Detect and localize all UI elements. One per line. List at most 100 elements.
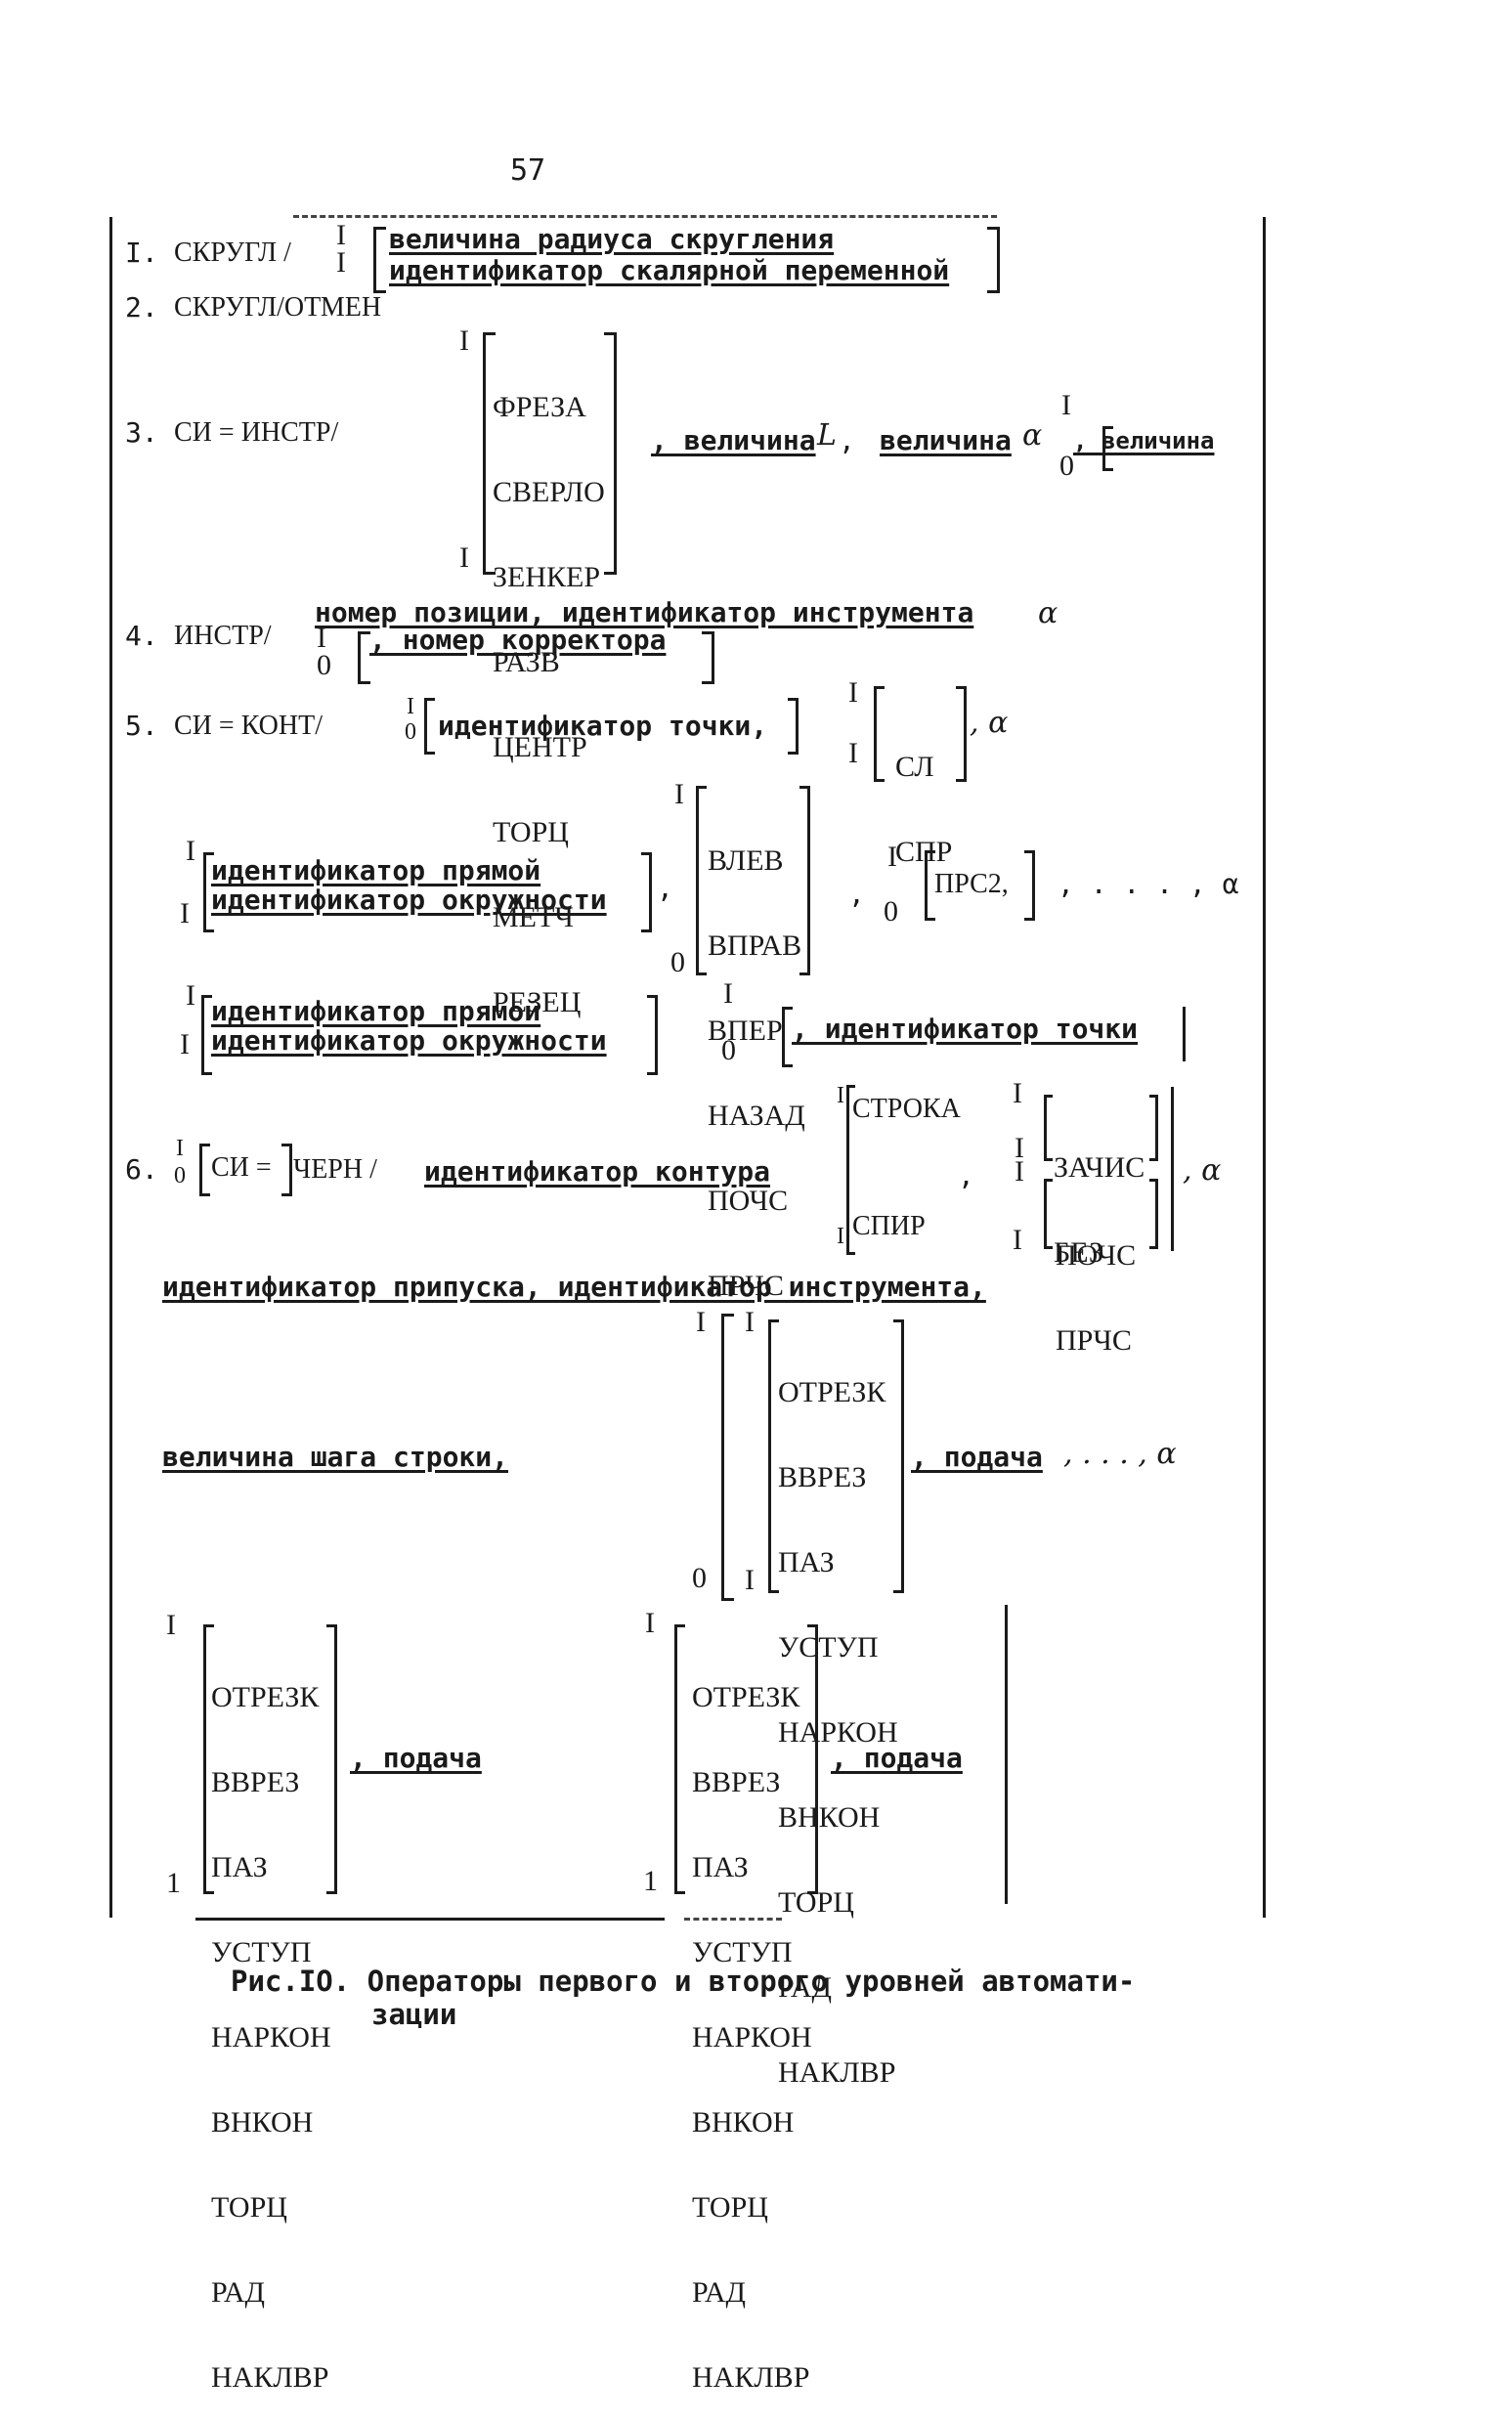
op5-moves-comma: , [848, 878, 865, 910]
op5-limit-top: I [407, 694, 414, 719]
op3-param-extra: , величина [1073, 427, 1215, 454]
op6-outer-limit-bottom: 0 [692, 1562, 707, 1594]
op5-row3-left-bracket [201, 995, 212, 1075]
op5-row2-limit-top: I [186, 835, 195, 867]
op6-mode-stroka: СТРОКА [852, 1094, 961, 1124]
move-vlev: ВЛЕВ [708, 844, 784, 877]
op5-dir-left-bracket [874, 686, 885, 782]
op6-poch-right-bracket [1149, 1179, 1158, 1249]
op6-zach-list: ЗАЧИС БЕЗ [1054, 1097, 1145, 1295]
op5-row2-alt-line: идентификатор прямой [211, 854, 541, 886]
op5-prs-left-bracket [925, 850, 935, 921]
move-vper: ВПЕР [708, 1015, 783, 1047]
tool-zenker: ЗЕНКЕР [493, 561, 601, 593]
op6-allowance-tool: идентификатор припуска, идентификатор ин… [162, 1271, 986, 1303]
op5-dir-right-bracket [956, 686, 967, 782]
op5-name: СИ = КОНТ/ [174, 711, 323, 741]
op6-zach-right-bracket [1149, 1095, 1158, 1161]
op1-alt-scalar: идентификатор скалярной переменной [389, 254, 950, 286]
op6-si-right-bracket [281, 1144, 292, 1196]
op6-si-left-bracket [199, 1144, 210, 1196]
opt-zachis: ЗАЧИС [1054, 1151, 1145, 1184]
op6-b2-limit-top: I [645, 1607, 655, 1639]
op4-name: ИНСТР/ [174, 621, 272, 651]
op5-row3-right-bracket [647, 995, 658, 1075]
frame-bottom-rule [195, 1918, 665, 1921]
op5-moves-right-bracket [799, 786, 810, 975]
figure-caption-line1: Рис.IO. Операторы первого и второго уров… [231, 1965, 1136, 1998]
op4-number: 4. [125, 620, 158, 652]
page-number: 57 [510, 153, 546, 188]
figure-caption-line2: зации [371, 1998, 457, 2031]
op3-tools-list: ФРЕЗА СВЕРЛО ЗЕНКЕР РАЗВ ЦЕНТР ТОРЦ МЕТЧ… [493, 336, 605, 1045]
op6-mode-spir: СПИР [852, 1211, 926, 1241]
op5-prs-limit-bottom: 0 [884, 895, 898, 928]
op1-right-bracket [987, 227, 1000, 293]
op3-limit-bottom: I [459, 541, 469, 574]
tool-metch: МЕТЧ [493, 901, 574, 933]
cut-c-torc: ТОРЦ [692, 2191, 768, 2224]
frame-left-line [109, 217, 112, 1918]
cut-c-vnkon: ВНКОН [692, 2106, 795, 2139]
op6-poch-list: ПОЧС ПРЧС [1056, 1185, 1136, 1383]
op6-a-limit-top: I [1013, 1077, 1022, 1109]
op6-feed-a: , подача [911, 1441, 1043, 1473]
op4-right-bracket [702, 631, 714, 684]
op5-pt-limit-top: I [723, 977, 733, 1010]
tool-razv: РАЗВ [493, 646, 560, 678]
op6-a-limit-bottom: I [1013, 1224, 1022, 1256]
op4-limit-bottom: 0 [317, 649, 331, 681]
op5-pt-id: , идентификатор точки [792, 1013, 1139, 1045]
op5-prs-limit-top: I [887, 841, 897, 873]
op5-point-id: идентификатор точки, [438, 710, 768, 742]
op6-limit-bottom: 0 [174, 1163, 186, 1188]
op3-limit-top: I [459, 324, 469, 357]
cut-c-otrezk: ОТРЕЗК [692, 1681, 800, 1713]
op3-param-angle: величина [880, 424, 1012, 456]
op5-pt-right-bracket [1183, 1007, 1186, 1061]
op6-b1-left-bracket [203, 1624, 214, 1894]
op6-inner-limit-bottom: I [745, 1564, 755, 1596]
op6-b1-right-bracket [326, 1624, 337, 1894]
move-vprav: ВПРАВ [708, 929, 802, 962]
op3-angle-limit-bottom: 0 [1059, 450, 1074, 482]
tool-torc: ТОРЦ [493, 816, 569, 848]
op1-alt-radius: величина радиуса скругления [389, 223, 835, 255]
cut-c-rad: РАД [692, 2276, 746, 2309]
cut-b-otrezk: ОТРЕЗК [211, 1681, 320, 1713]
op6-cuts-list-b: ОТРЕЗК ВВРЕЗ ПАЗ УСТУП НАРКОН ВНКОН ТОРЦ… [211, 1626, 331, 2420]
cut-b-naklvr: НАКЛВР [211, 2361, 329, 2394]
op5-row2-comma: , [657, 872, 673, 904]
cut-otrezk: ОТРЕЗК [778, 1376, 886, 1408]
op6-tail-symbol: , α [1183, 1153, 1222, 1188]
op5-row3-limit-bottom: I [180, 1028, 190, 1060]
op3-separator: , [839, 424, 855, 456]
cut-vnkon: ВНКОН [778, 1801, 881, 1834]
op5-tail-symbol: , α [970, 706, 1009, 740]
op3-param-length: , величина [651, 424, 816, 456]
op6-feed-b1: , подача [350, 1742, 482, 1774]
move-pochs: ПОЧС [708, 1185, 789, 1217]
op4-corrector: , номер корректора [369, 624, 667, 656]
op2-number: 2. [125, 291, 158, 324]
tool-sverlo: СВЕРЛО [493, 476, 605, 508]
frame-bottom-dash [684, 1918, 782, 1921]
op5-dir-limit-top: I [848, 676, 858, 709]
op1-number: I. [125, 237, 158, 269]
op5-ellipsis: , . . . , α [1058, 868, 1239, 900]
op6-mode-comma: , [958, 1159, 974, 1191]
op6-b2-limit-bottom: 1 [643, 1865, 658, 1897]
op5-point-right-bracket [788, 698, 799, 755]
op6-feed-b2: , подача [831, 1742, 963, 1774]
op6-inner-limit-top: I [745, 1306, 755, 1338]
op3-tools-left-bracket [483, 332, 496, 575]
op4-symbol-alpha: α [1038, 596, 1058, 630]
op6-step: величина шага строки, [162, 1441, 509, 1473]
move-nazad: НАЗАД [708, 1100, 805, 1132]
op3-symbol-alpha: α [1022, 418, 1043, 453]
cut-c-ustup: УСТУП [692, 1936, 793, 1968]
frame-right-line [1263, 217, 1266, 1918]
op5-pt-limit-bottom: 0 [721, 1034, 736, 1066]
op5-row2-right-bracket [641, 852, 652, 932]
op6-mode-limit-top: I [837, 1083, 844, 1108]
